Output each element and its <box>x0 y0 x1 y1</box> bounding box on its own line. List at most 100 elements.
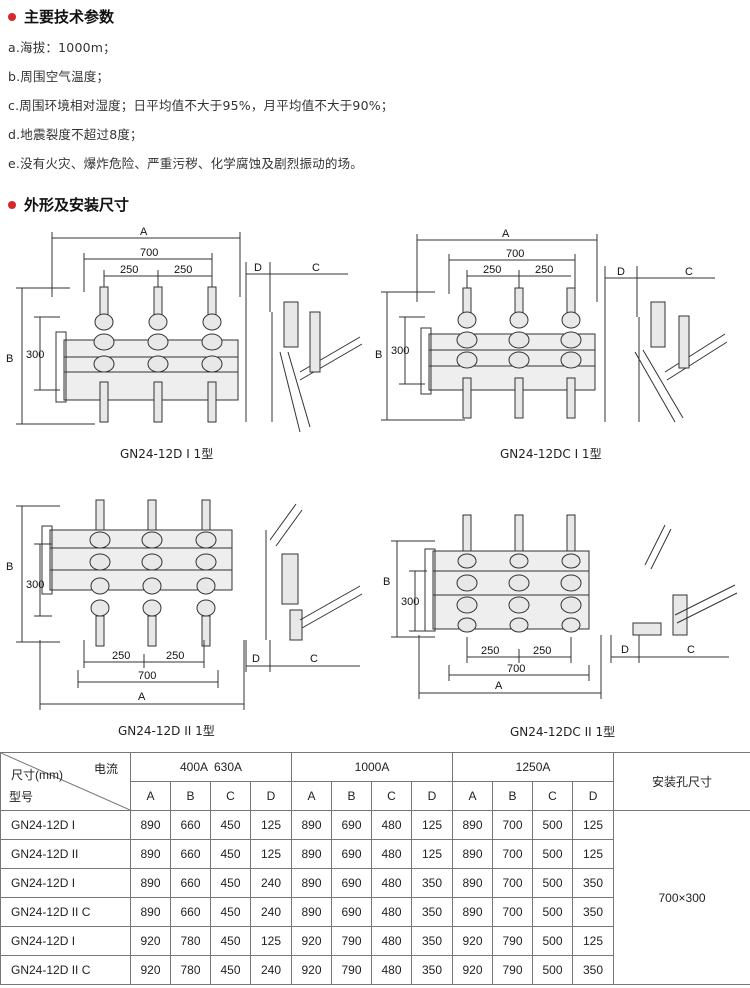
value-cell: 125 <box>250 926 292 956</box>
value-cell: 350 <box>572 897 615 927</box>
param-altitude: a.海拔：1000m； <box>8 40 116 55</box>
switch-drawing-svg: A 700 250 250 B 300 D C <box>6 226 363 433</box>
value-cell: 450 <box>210 839 251 869</box>
drawing-caption: GN24-12DC I 1型 <box>500 447 602 461</box>
value-cell: 450 <box>210 955 251 985</box>
value-cell: 450 <box>210 810 251 840</box>
value-cell: 450 <box>210 897 251 927</box>
dim-a: A <box>495 680 503 692</box>
value-cell: 920 <box>130 955 171 985</box>
value-cell: 125 <box>572 810 615 840</box>
dim-700: 700 <box>138 670 156 682</box>
dim-c: C <box>312 262 320 274</box>
value-cell: 700 <box>492 897 534 927</box>
group-header-1250a: 1250A <box>452 752 615 782</box>
dim-a: A <box>140 226 148 238</box>
switch-drawing-svg: A 700 250 250 B 300 D C <box>6 499 363 710</box>
dim-b: B <box>6 353 13 365</box>
value-cell: 125 <box>572 839 615 869</box>
value-cell: 480 <box>371 926 412 956</box>
dims-title: 外形及安装尺寸 <box>24 196 130 214</box>
dim-700: 700 <box>507 663 525 675</box>
value-cell: 790 <box>331 955 372 985</box>
value-cell: 920 <box>452 926 494 956</box>
value-cell: 480 <box>371 955 412 985</box>
dims-heading: 外形及安装尺寸 <box>8 194 129 215</box>
value-cell: 350 <box>410 926 454 956</box>
value-cell: 480 <box>371 897 412 927</box>
switch-drawing-svg: A 700 250 250 B 300 D C <box>375 228 728 423</box>
dim-d: D <box>617 266 625 278</box>
param-seismic: d.地震裂度不超过8度； <box>8 127 143 142</box>
dim-b: B <box>383 576 390 588</box>
value-cell: 780 <box>170 926 211 956</box>
subheader-cell: A <box>130 781 171 811</box>
dim-b: B <box>375 349 382 361</box>
dim-a: A <box>502 228 510 240</box>
table-corner-header: 电流 尺寸(mm) 型号 <box>0 752 131 811</box>
value-cell: 780 <box>170 955 211 985</box>
dim-d: D <box>621 644 629 656</box>
value-cell: 500 <box>532 897 574 927</box>
value-cell: 660 <box>170 897 211 927</box>
value-cell: 920 <box>291 926 332 956</box>
param-temperature: b.周围空气温度； <box>8 69 110 84</box>
value-cell: 350 <box>572 868 615 898</box>
bullet-icon <box>8 200 16 209</box>
spec-table: 电流 尺寸(mm) 型号 400A 630A 1000A 1250A 安装孔尺寸… <box>0 752 750 985</box>
value-cell: 790 <box>492 926 534 956</box>
model-cell: GN24-12D I <box>0 810 131 840</box>
value-cell: 350 <box>572 955 615 985</box>
params-heading: 主要技术参数 <box>8 6 114 27</box>
dim-d: D <box>252 653 260 665</box>
value-cell: 690 <box>331 868 372 898</box>
value-cell: 890 <box>291 810 332 840</box>
dim-700: 700 <box>140 247 158 259</box>
value-cell: 700 <box>492 810 534 840</box>
dim-b: B <box>6 561 13 573</box>
value-cell: 125 <box>250 810 292 840</box>
value-cell: 480 <box>371 839 412 869</box>
subheader-cell: B <box>492 781 534 811</box>
value-cell: 240 <box>250 955 292 985</box>
dim-250-left: 250 <box>120 264 138 276</box>
dim-c: C <box>687 644 695 656</box>
dim-300: 300 <box>391 345 409 357</box>
dim-250-right: 250 <box>174 264 192 276</box>
dim-250-left: 250 <box>112 650 130 662</box>
model-cell: GN24-12D II C <box>0 897 131 927</box>
value-cell: 660 <box>170 810 211 840</box>
subheader-cell: D <box>250 781 292 811</box>
dim-c: C <box>685 266 693 278</box>
value-cell: 920 <box>130 926 171 956</box>
drawing-gn24-12d-i: A 700 250 250 B 300 D C GN24-12D I 1型 <box>0 222 375 462</box>
dim-a: A <box>138 691 146 703</box>
header-model: 型号 <box>9 790 34 804</box>
value-cell: 920 <box>452 955 494 985</box>
value-cell: 700 <box>492 839 534 869</box>
value-cell: 125 <box>410 839 454 869</box>
value-cell: 890 <box>291 839 332 869</box>
diagonal-divider <box>1 753 130 810</box>
value-cell: 350 <box>410 955 454 985</box>
model-cell: GN24-12D I <box>0 926 131 956</box>
model-cell: GN24-12D II <box>0 839 131 869</box>
dim-700: 700 <box>506 248 524 260</box>
bullet-icon <box>8 12 16 21</box>
drawing-caption: GN24-12DC II 1型 <box>510 725 616 739</box>
value-cell: 350 <box>410 868 454 898</box>
drawing-caption: GN24-12D II 1型 <box>118 724 215 738</box>
value-cell: 660 <box>170 839 211 869</box>
dim-250-left: 250 <box>481 645 499 657</box>
header-current: 电流 <box>93 762 118 776</box>
value-cell: 500 <box>532 926 574 956</box>
subheader-cell: C <box>532 781 574 811</box>
value-cell: 890 <box>291 897 332 927</box>
